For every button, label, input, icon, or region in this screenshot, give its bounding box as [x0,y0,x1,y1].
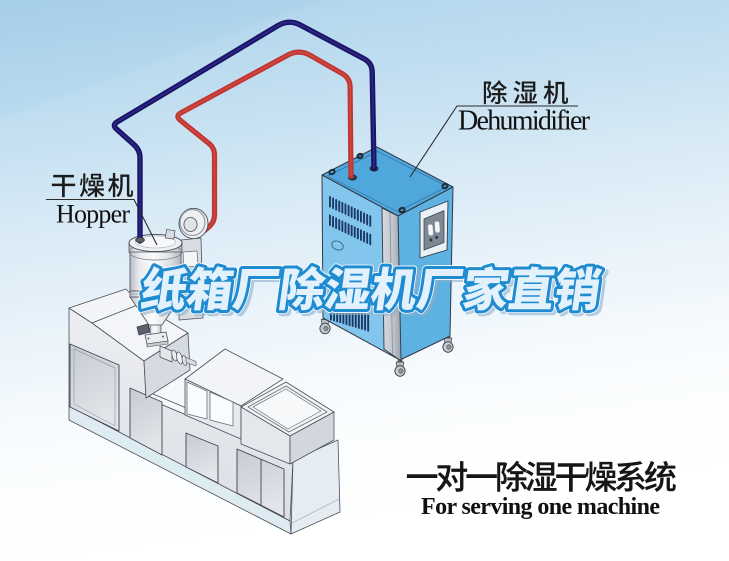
svg-text:Hopper: Hopper [56,200,130,229]
svg-text:Dehumidifier: Dehumidifier [458,106,591,137]
svg-text:For serving one machine: For serving one machine [421,494,660,520]
